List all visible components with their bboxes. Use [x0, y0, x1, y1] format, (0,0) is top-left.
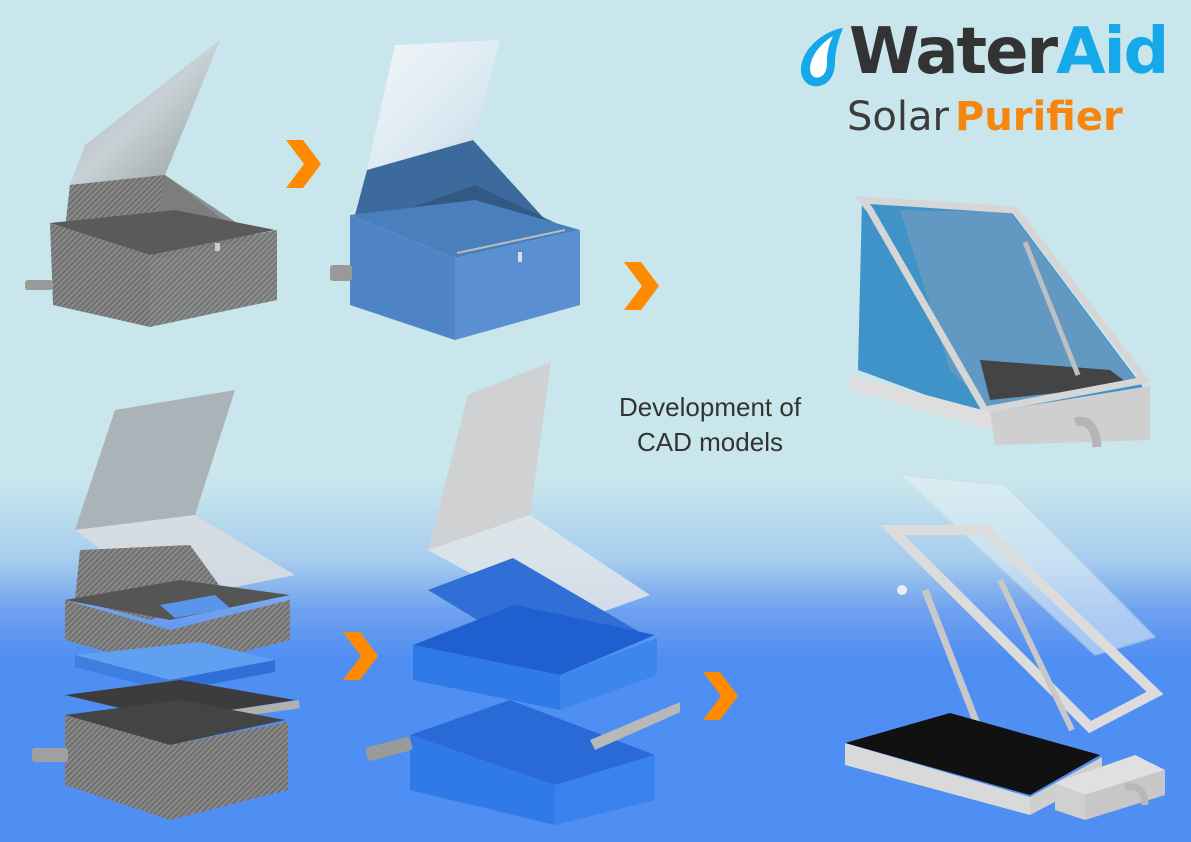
model-blue-box-exploded: [365, 362, 680, 825]
caption-line-2: CAD models: [637, 427, 783, 457]
caption: Development of CAD models: [582, 390, 838, 460]
caption-line-1: Development of: [618, 392, 802, 422]
model-blue-box-assembled: [330, 40, 580, 340]
water-drop-icon: [800, 28, 843, 87]
model-carbon-box-assembled: [25, 40, 277, 327]
brand-name: WaterAid: [849, 12, 1169, 92]
brand-aid: Aid: [1056, 15, 1169, 89]
model-framed-purifier-assembled: [850, 195, 1152, 448]
chevron-right-icon: [343, 632, 378, 680]
brand-water: Water: [849, 15, 1058, 89]
chevron-right-icon: [703, 672, 738, 720]
model-framed-purifier-exploded: [845, 474, 1165, 820]
chevron-right-icon: [624, 262, 659, 310]
product-purifier: Purifier: [954, 94, 1123, 140]
product-solar: Solar: [847, 94, 949, 140]
chevron-right-icon: [286, 140, 321, 188]
model-carbon-box-exploded: [32, 390, 300, 820]
